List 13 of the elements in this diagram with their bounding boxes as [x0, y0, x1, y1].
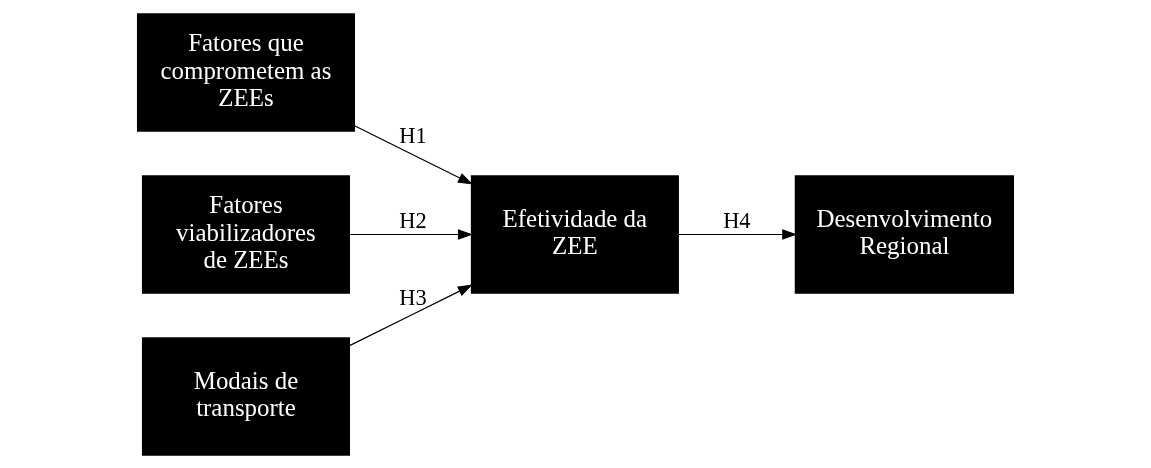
node-box: Desenvolvimento Regional: [794, 174, 1015, 294]
node-box: Efetividade da ZEE: [470, 174, 679, 294]
node-box: Fatores viabilizadores de ZEEs: [141, 174, 350, 294]
arrow: [348, 284, 473, 346]
edge-label: H1: [399, 122, 427, 148]
arrow: [678, 228, 798, 240]
node-box: Fatores que comprometem as ZEEs: [136, 12, 355, 132]
edge-label: H3: [399, 284, 427, 310]
edge-label: H4: [723, 207, 751, 233]
arrow: [353, 124, 473, 184]
node-box: Modais de transporte: [141, 336, 350, 456]
arrow: [348, 228, 473, 240]
edge-label: H2: [399, 207, 427, 233]
